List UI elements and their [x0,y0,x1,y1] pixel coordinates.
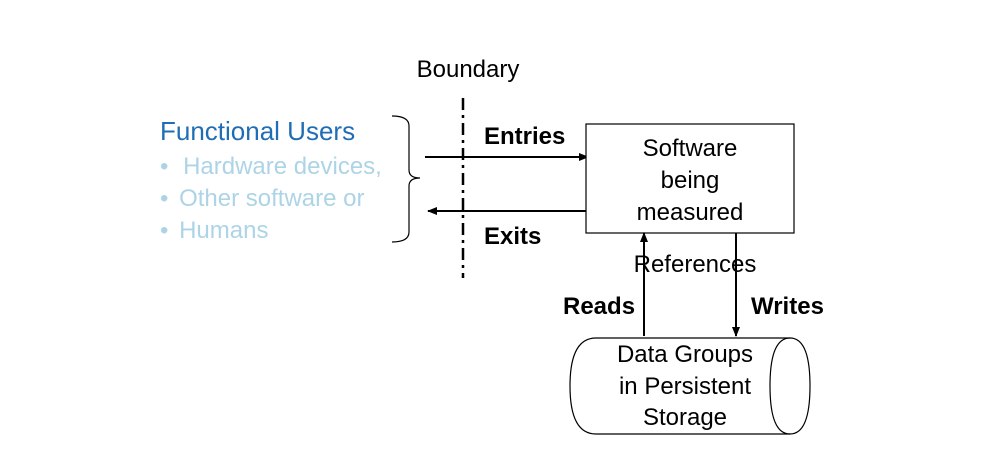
references-label: References [634,251,757,278]
reads-label: Reads [563,293,635,320]
storage-line: Data Groups [617,341,753,368]
boundary-label: Boundary [417,56,520,83]
list-item: • Other software or [160,185,364,212]
storage-shape [569,337,811,435]
functional-users-list: • Hardware devices, • Other software or … [160,153,382,244]
bullet-icon: • [160,153,168,180]
list-item-label: Hardware devices, [183,153,382,180]
software-box-line: being [661,167,720,194]
storage-line: Storage [643,404,727,431]
software-box-line: measured [637,199,744,226]
list-item-label: Other software or [179,185,364,212]
bullet-icon: • [160,217,168,244]
functional-users-title: Functional Users [160,116,355,146]
storage-inner-curve [769,337,791,435]
list-item-label: Humans [179,217,268,244]
software-box [585,123,795,234]
storage-line: in Persistent [619,373,751,400]
list-item: • Humans [160,217,268,244]
bullet-icon: • [160,185,168,212]
entries-label: Entries [484,123,565,150]
exits-label: Exits [484,223,541,250]
software-box-line: Software [643,135,738,162]
users-brace [391,115,421,243]
list-item: • Hardware devices, [160,153,382,180]
writes-label: Writes [751,293,824,320]
